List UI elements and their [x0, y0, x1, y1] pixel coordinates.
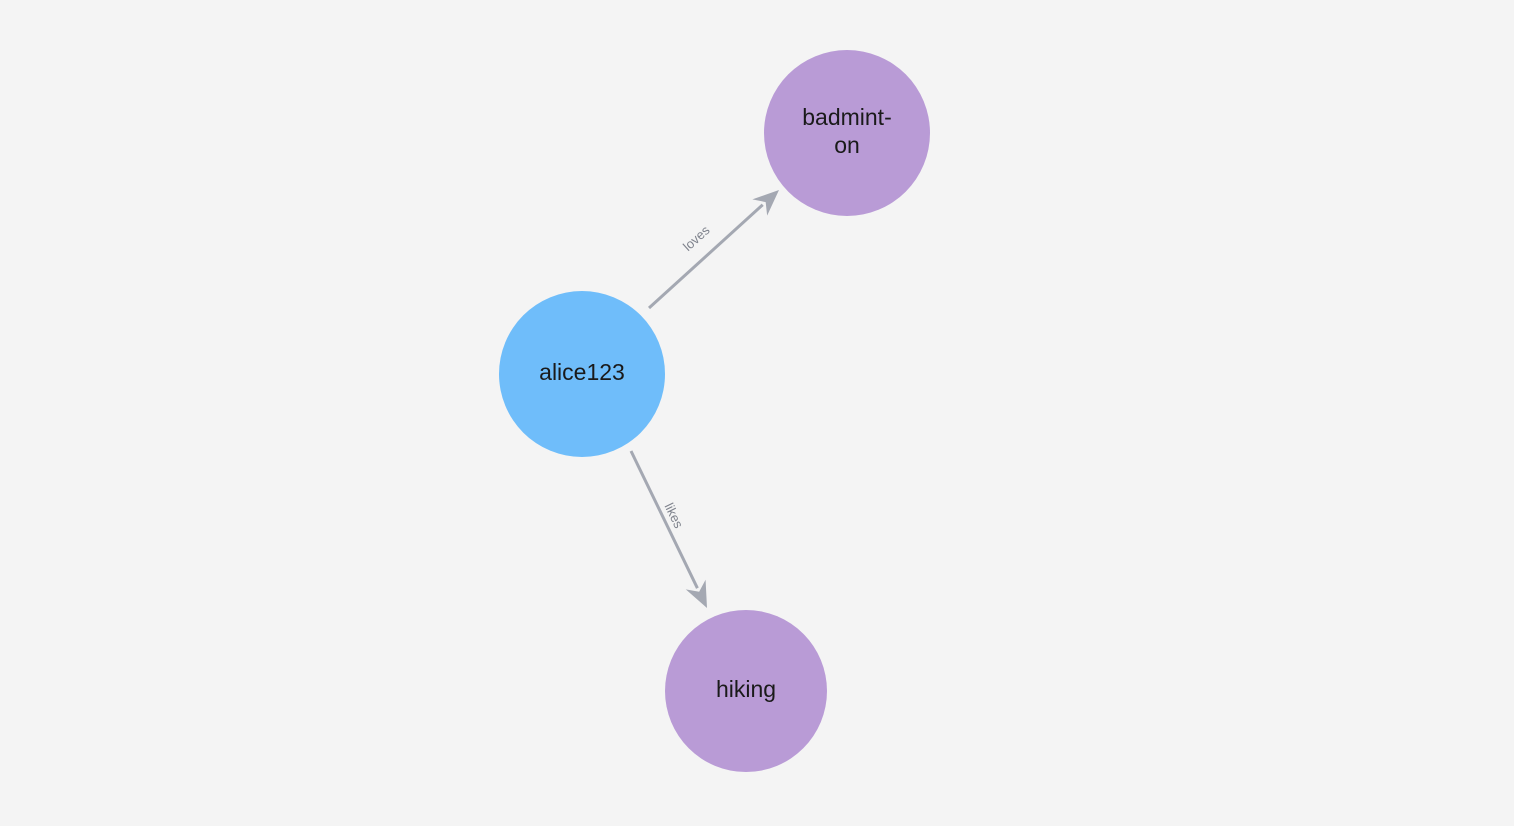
- edge-arrowhead-icon: [685, 579, 707, 608]
- graph-node-alice123[interactable]: alice123: [499, 291, 665, 457]
- edge-line: [629, 450, 699, 589]
- graph-edge[interactable]: [647, 190, 779, 310]
- graph-edge[interactable]: [629, 450, 707, 608]
- edge-labels-layer: loves likes: [662, 222, 713, 531]
- node-circle[interactable]: [764, 50, 930, 216]
- edges-layer: [629, 190, 779, 608]
- edge-arrowhead-icon: [752, 190, 779, 216]
- edge-label: loves: [680, 222, 713, 254]
- graph-node-hiking[interactable]: hiking: [665, 610, 827, 772]
- edge-line: [647, 203, 764, 310]
- graph-node-badminton[interactable]: badmint-on: [764, 50, 930, 216]
- edge-label: likes: [662, 501, 687, 531]
- nodes-layer: alice123 badmint-on hiking: [499, 50, 930, 772]
- node-circle[interactable]: [665, 610, 827, 772]
- node-circle[interactable]: [499, 291, 665, 457]
